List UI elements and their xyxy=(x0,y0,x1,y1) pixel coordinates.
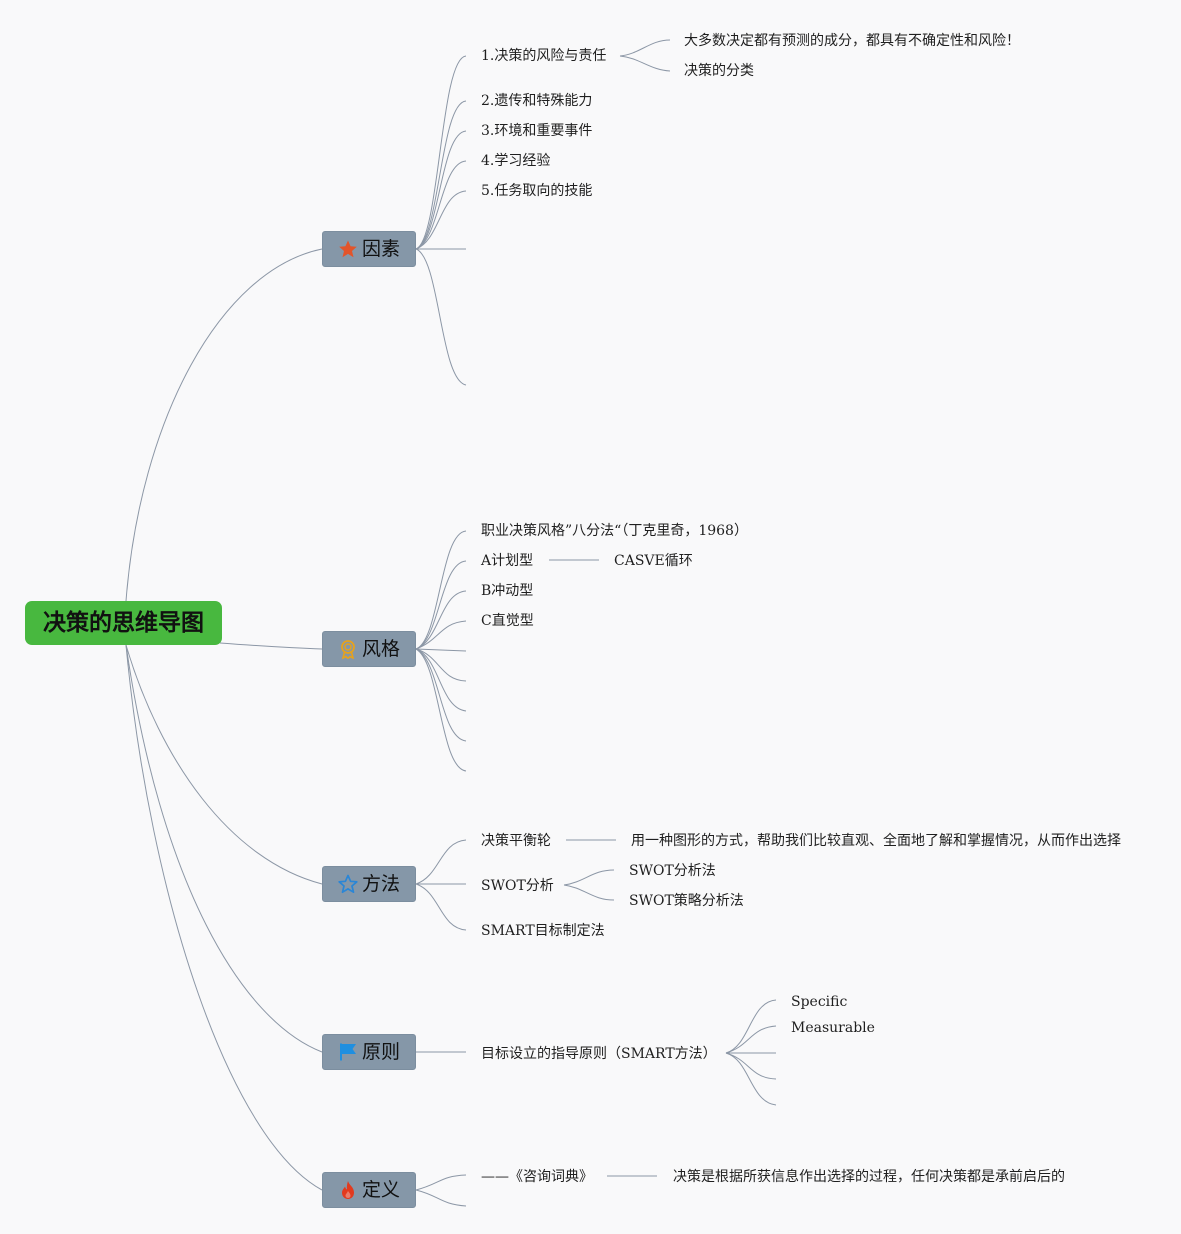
factor-item-risk[interactable]: 1.决策的风险与责任 xyxy=(481,48,607,64)
swot-child-analysis[interactable]: SWOT分析法 xyxy=(629,863,716,879)
risk-child-uncertainty[interactable]: 大多数决定都有预测的成分，都具有不确定性和风险！ xyxy=(684,33,1020,49)
topic-style[interactable]: 风格 xyxy=(322,631,416,667)
style-item-impulsive[interactable]: B冲动型 xyxy=(481,583,534,599)
factor-item-heredity[interactable]: 2.遗传和特殊能力 xyxy=(481,93,593,109)
root-topic[interactable]: 决策的思维导图 xyxy=(25,601,222,645)
factor-item-environment[interactable]: 3.环境和重要事件 xyxy=(481,123,593,139)
topic-principle[interactable]: 原则 xyxy=(322,1034,416,1070)
topic-method[interactable]: 方法 xyxy=(322,866,416,902)
swot-child-strategy[interactable]: SWOT策略分析法 xyxy=(629,893,744,909)
style-item-planned[interactable]: A计划型 xyxy=(481,553,534,569)
plan-child-casve[interactable]: CASVE循环 xyxy=(614,553,693,569)
star-outline-icon xyxy=(338,874,358,894)
wheel-child-description[interactable]: 用一种图形的方式，帮助我们比较直观、全面地了解和掌握情况，从而作出选择 xyxy=(631,833,1121,849)
method-item-swot[interactable]: SWOT分析 xyxy=(481,878,554,894)
risk-child-classification[interactable]: 决策的分类 xyxy=(684,63,754,79)
topic-label: 方法 xyxy=(361,873,400,895)
topic-definition[interactable]: 定义 xyxy=(322,1172,416,1208)
flag-icon xyxy=(339,1043,356,1061)
topic-label: 原则 xyxy=(361,1041,400,1063)
topic-factors[interactable]: 因素 xyxy=(322,231,416,267)
factor-item-skills[interactable]: 5.任务取向的技能 xyxy=(481,183,593,199)
smart-child-measurable[interactable]: Measurable xyxy=(791,1020,875,1036)
smart-child-specific[interactable]: Specific xyxy=(791,994,848,1010)
definition-item-source[interactable]: ——《咨询词典》 xyxy=(481,1169,593,1185)
topic-label: 定义 xyxy=(361,1179,400,1201)
fire-icon xyxy=(341,1181,354,1199)
method-item-balance-wheel[interactable]: 决策平衡轮 xyxy=(481,833,551,849)
style-item-eight-methods[interactable]: 职业决策风格”八分法“（丁克里奇，1968） xyxy=(481,523,748,539)
definition-child-text[interactable]: 决策是根据所获信息作出选择的过程，任何决策都是承前启后的 xyxy=(673,1169,1065,1185)
topic-label: 风格 xyxy=(361,638,400,660)
award-ribbon-icon xyxy=(341,640,355,659)
style-item-intuitive[interactable]: C直觉型 xyxy=(481,613,534,629)
topic-label: 因素 xyxy=(361,238,400,260)
star-icon xyxy=(339,240,357,258)
method-item-smart[interactable]: SMART目标制定法 xyxy=(481,923,605,939)
factor-item-learning[interactable]: 4.学习经验 xyxy=(481,153,551,169)
principle-item-smart[interactable]: 目标设立的指导原则（SMART方法） xyxy=(481,1046,717,1062)
